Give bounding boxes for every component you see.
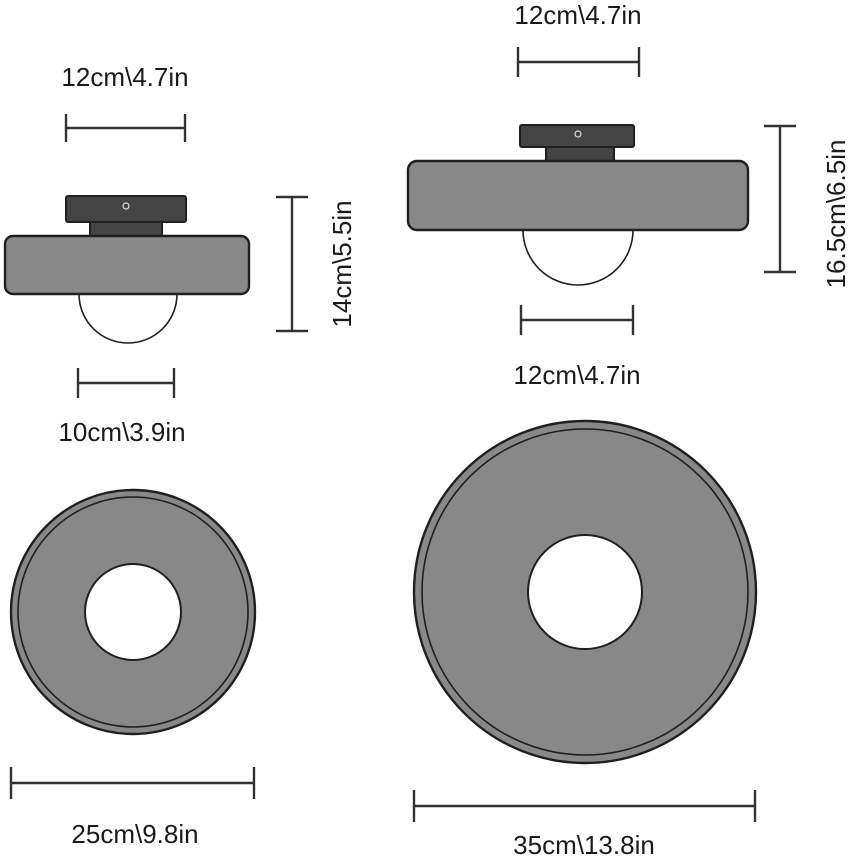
small-lamp-mount-neck <box>89 221 163 237</box>
small-lamp-body <box>3 234 251 296</box>
large-diameter-dimension-line <box>412 790 757 822</box>
small-lamp-screw <box>122 202 130 210</box>
small-top-width-label: 12cm\4.7in <box>61 62 188 92</box>
small-top-width-dimension-line <box>64 114 187 142</box>
large-lamp-top-inner-ring <box>421 428 749 756</box>
small-lamp-top-center-hole <box>84 563 182 661</box>
large-lamp-mount-plate <box>519 124 635 148</box>
small-diameter-label: 25cm\9.8in <box>71 819 198 849</box>
small-bulb-width-label: 10cm\3.9in <box>58 417 185 447</box>
small-lamp-side-view: 12cm\4.7in 14cm\5.5in 10cm\3.9in <box>3 62 357 447</box>
small-diameter-dimension-line <box>9 767 256 799</box>
large-top-width-label: 12cm\4.7in <box>514 0 641 30</box>
large-lamp-top-center-hole <box>527 534 643 650</box>
large-bulb-width-label: 12cm\4.7in <box>513 360 640 390</box>
large-lamp-mount-neck <box>545 146 615 162</box>
large-lamp-screw <box>574 130 582 138</box>
small-bulb-width-dimension-line <box>76 368 176 398</box>
large-height-dimension-line <box>764 124 796 274</box>
small-lamp-bulb <box>78 293 178 344</box>
large-height-label: 16.5cm\6.5in <box>821 140 851 289</box>
large-lamp-side-view: 12cm\4.7in 16.5cm\6.5in 12cm\4.7in <box>406 0 851 390</box>
large-diameter-label: 35cm\13.8in <box>513 830 655 860</box>
small-lamp-top-inner-ring <box>17 496 249 728</box>
small-height-dimension-line <box>276 195 308 333</box>
large-lamp-body <box>406 159 750 232</box>
large-lamp-bulb <box>522 229 634 286</box>
small-lamp-top-view: 25cm\9.8in <box>9 488 257 849</box>
large-top-width-dimension-line <box>516 47 641 77</box>
large-bulb-width-dimension-line <box>519 305 635 335</box>
large-lamp-top-view: 35cm\13.8in <box>412 419 758 860</box>
small-height-label: 14cm\5.5in <box>327 200 357 327</box>
